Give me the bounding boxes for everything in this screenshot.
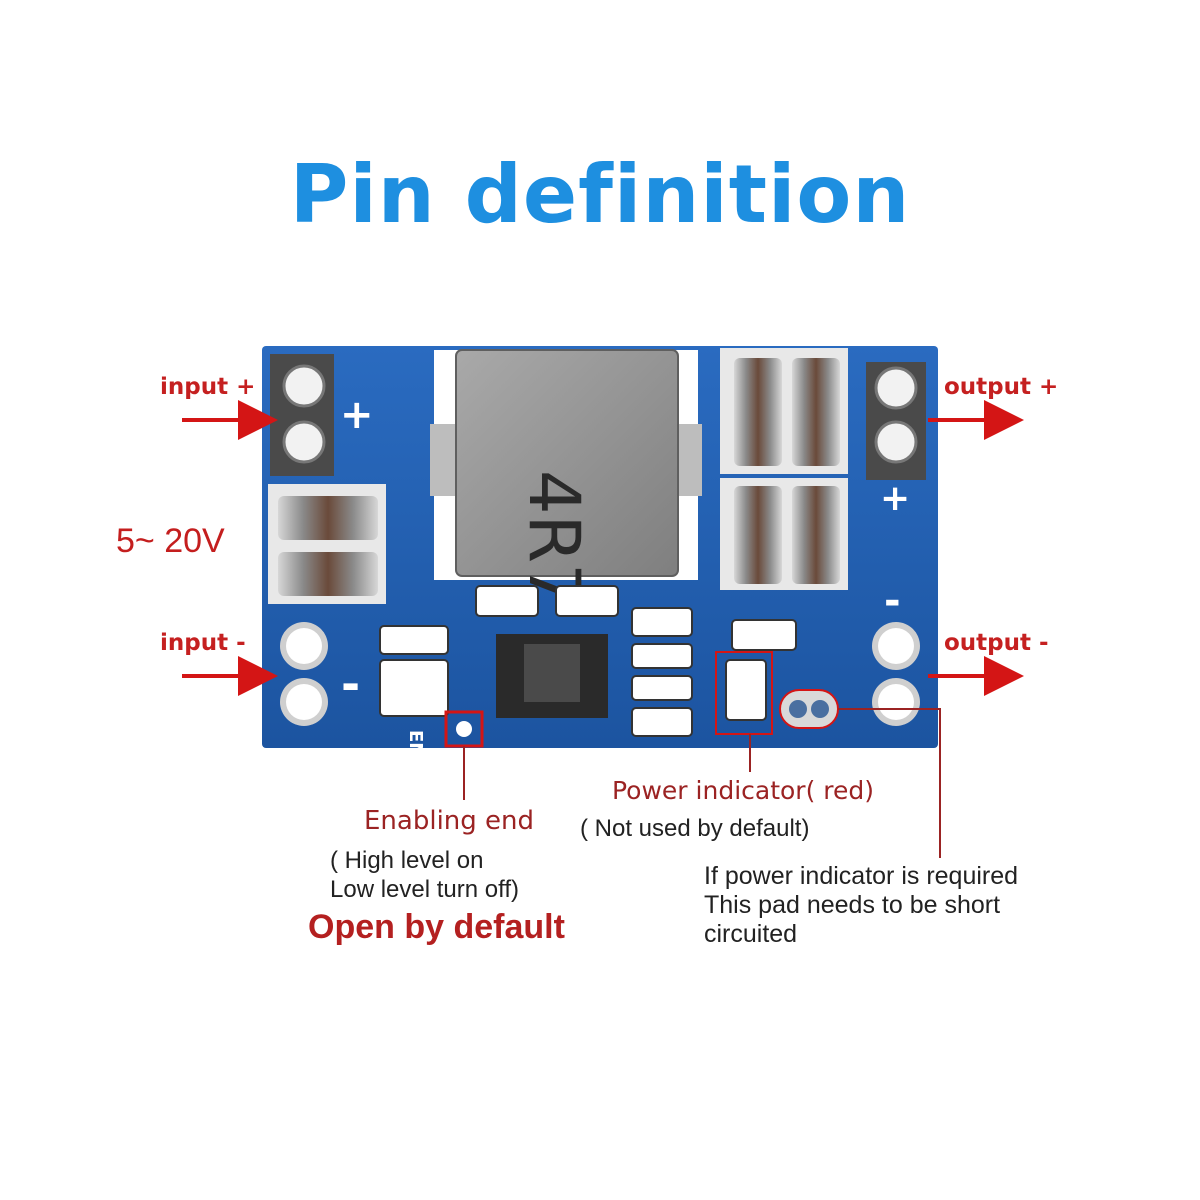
enable-end-description: ( High level on Low level turn off)	[330, 846, 519, 904]
silk-minus-right: -	[884, 578, 901, 624]
enable-desc-line2: Low level turn off)	[330, 876, 519, 903]
inductor: 4R7	[430, 349, 702, 608]
label-input-minus: input -	[160, 630, 246, 656]
label-output-plus: output +	[944, 374, 1058, 400]
label-output-minus: output -	[944, 630, 1049, 656]
silk-plus-left: +	[340, 392, 374, 438]
input-minus-pads	[280, 622, 328, 726]
input-plus-pads	[270, 354, 334, 476]
power-indicator-title: Power indicator( red)	[612, 776, 875, 805]
input-voltage-range: 5~ 20V	[116, 522, 225, 560]
small-smd-components	[379, 585, 797, 737]
silk-plus-right: +	[880, 478, 910, 519]
short-circuit-pad	[779, 689, 839, 729]
output-capacitors	[720, 348, 848, 590]
enable-default-note: Open by default	[308, 908, 565, 946]
input-capacitors	[268, 484, 386, 604]
output-plus-pads	[866, 362, 926, 480]
regulator-ic	[496, 634, 608, 718]
leader-short-pad	[838, 708, 941, 858]
short-pad-note: If power indicator is required This pad …	[704, 862, 1018, 949]
pad-note-line2: This pad needs to be short	[704, 891, 1001, 919]
inductor-marking: 4R7	[513, 470, 595, 608]
page-title: Pin definition	[289, 148, 911, 241]
output-minus-pads	[872, 622, 920, 726]
silk-minus-left: -	[341, 657, 360, 711]
power-indicator-note: ( Not used by default)	[580, 815, 810, 842]
power-led-highlight	[715, 651, 773, 735]
pad-note-line1: If power indicator is required	[704, 862, 1019, 890]
enable-desc-line1: ( High level on	[330, 847, 484, 874]
pad-note-line3: circuited	[704, 920, 798, 948]
silk-en: EN	[405, 730, 426, 757]
enable-end-title: Enabling end	[364, 806, 535, 836]
label-input-plus: input +	[160, 374, 255, 400]
